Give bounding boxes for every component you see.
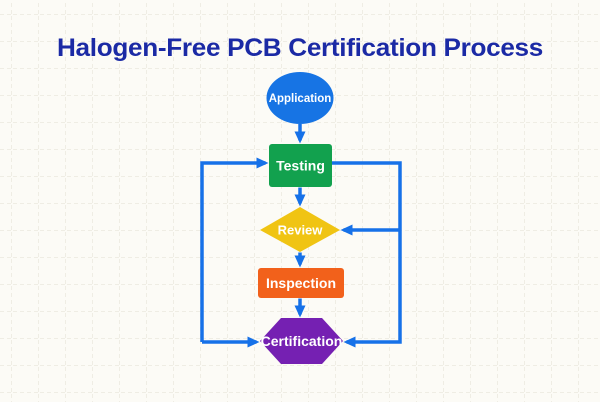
page-title: Halogen-Free PCB Certification Process [57,34,543,62]
certification-label: Certification [261,333,343,349]
certification-shape [260,318,343,364]
node-review: Review [260,207,340,252]
application-label: Application [269,93,332,105]
review-label: Review [278,223,324,238]
node-testing: Testing [269,144,332,187]
application-shape [266,72,334,124]
testing-shape [269,144,332,187]
node-certification: Certification [260,318,343,364]
edge-left-rail-into-testing [200,157,269,342]
inspection-shape [258,268,344,298]
edges [200,124,402,348]
inspection-label: Inspection [266,275,336,291]
edge-testing-right-rail-into-certification [332,161,402,348]
testing-label: Testing [276,158,325,174]
node-inspection: Inspection [258,268,344,298]
review-shape [260,207,340,252]
node-application: Application [266,72,334,124]
